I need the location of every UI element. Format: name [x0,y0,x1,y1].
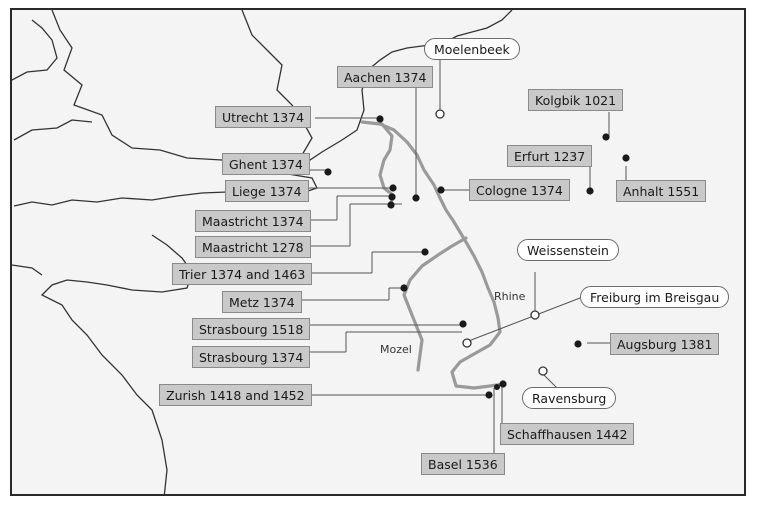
label-aachen: Aachen 1374 [337,66,434,88]
dot-kolgbik [602,133,610,141]
dot-freiburg [462,338,472,348]
label-trier: Trier 1374 and 1463 [172,263,313,285]
river-label-mozel: Mozel [380,343,412,356]
label-weissenstein: Weissenstein [517,239,619,261]
label-anhalt: Anhalt 1551 [616,180,707,202]
dot-weissenstein [530,310,540,320]
dot-cologne [437,186,445,194]
dot-maastricht1374 [388,193,396,201]
label-metz: Metz 1374 [222,291,302,313]
dot-anhalt [622,154,630,162]
city-dots [324,115,630,399]
dot-utrecht [376,115,384,123]
dot-basel [494,384,500,390]
dot-erfurt [586,187,594,195]
dot-liege [389,184,397,192]
label-erfurt: Erfurt 1237 [507,145,593,167]
map-frame: Rhine Mozel Moelenbeek Aachen 1374 Utrec… [10,8,746,496]
dot-ravensburg [538,366,548,376]
dot-augsburg [574,340,582,348]
dot-schaffhausen [499,380,507,388]
label-augsburg: Augsburg 1381 [610,333,720,355]
label-zurich: Zurish 1418 and 1452 [159,384,312,406]
dot-zurich [485,391,493,399]
label-basel: Basel 1536 [421,453,505,475]
dot-aachen [412,194,420,202]
label-maastricht-1278: Maastricht 1278 [195,236,311,258]
hollow-dots [435,109,548,376]
label-maastricht-1374: Maastricht 1374 [195,210,311,232]
dot-strasbourg [459,320,467,328]
label-utrecht: Utrecht 1374 [215,106,312,128]
label-strasbourg-1518: Strasbourg 1518 [192,318,311,340]
dot-ghent [324,168,332,176]
label-strasbourg-1374: Strasbourg 1374 [192,346,311,368]
label-cologne: Cologne 1374 [469,179,570,201]
dot-metz [400,284,408,292]
river-label-rhine: Rhine [494,290,526,303]
label-freiburg: Freiburg im Breisgau [580,286,730,308]
dot-moelenbeek [435,109,445,119]
dot-maastricht1278 [387,201,395,209]
label-liege: Liege 1374 [225,180,309,202]
label-ravensburg: Ravensburg [522,387,617,409]
dot-trier [421,248,429,256]
map-canvas [12,10,630,494]
label-schaffhausen: Schaffhausen 1442 [500,423,635,445]
label-kolgbik: Kolgbik 1021 [528,89,624,111]
connector-lines [297,58,627,456]
label-moelenbeek: Moelenbeek [424,38,520,60]
label-ghent: Ghent 1374 [222,153,310,175]
